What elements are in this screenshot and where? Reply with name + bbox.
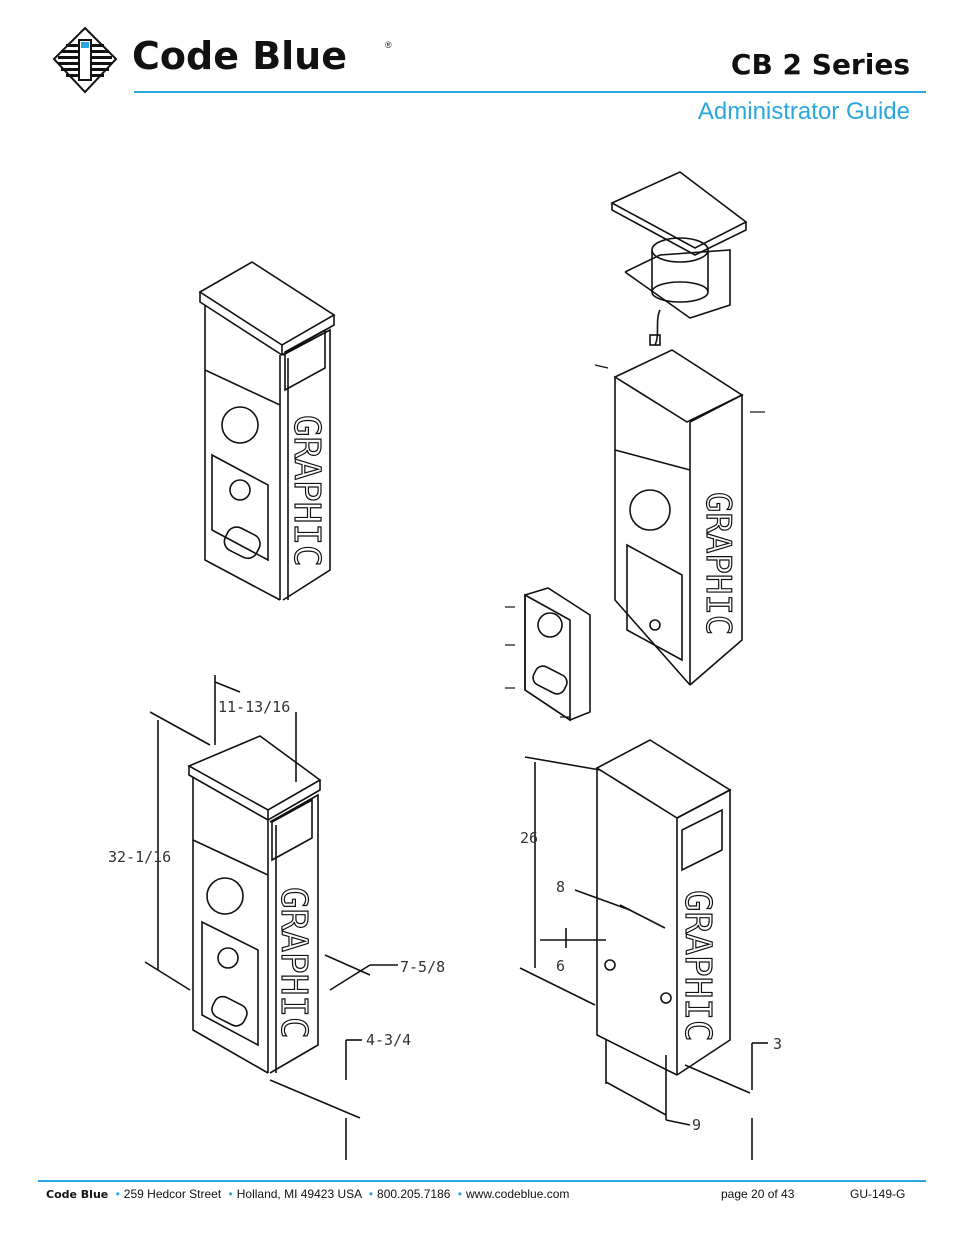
dimension-base-bottom: 3: [773, 1035, 782, 1053]
series-title: CB 2 Series: [730, 48, 910, 81]
separator-dot: •: [115, 1187, 120, 1201]
dimension-hole-offset: 6: [556, 957, 565, 975]
footer-rule: [38, 1180, 926, 1182]
separator-dot: •: [457, 1187, 462, 1201]
footer-brand: Code Blue: [46, 1188, 109, 1201]
dimensioned-backbox-drawing: [519, 739, 768, 1160]
dimension-depth: 7-5/8: [400, 958, 445, 976]
brand-name: Code Blue: [132, 34, 348, 78]
dimension-base-offset: 4-3/4: [366, 1031, 411, 1049]
footer-address: 259 Hedcor Street: [123, 1187, 222, 1201]
graphic-label: GRAPHIC: [273, 887, 314, 1039]
dimension-hole-spacing-v: 8: [556, 878, 565, 896]
registered-mark: ®: [385, 40, 392, 50]
graphic-label: GRAPHIC: [677, 890, 718, 1042]
graphic-label: GRAPHIC: [698, 492, 738, 635]
dimension-height-total: 32-1/16: [108, 848, 171, 866]
dimension-width-top: 11-13/16: [218, 698, 290, 716]
technical-drawings: GRAPHIC GRAPHIC GRAPHIC GRAPHIC 11-13/16…: [108, 171, 782, 1160]
page-number: page 20 of 43: [721, 1187, 795, 1201]
footer-phone: 800.205.7186: [377, 1187, 451, 1201]
guide-title: Administrator Guide: [697, 98, 910, 125]
graphic-label: GRAPHIC: [286, 415, 327, 567]
exploded-unit-drawing: [505, 171, 765, 722]
dimension-hole-spacing-h: 9: [692, 1116, 701, 1134]
footer-web[interactable]: www.codeblue.com: [465, 1187, 570, 1201]
footer-city: Holland, MI 49423 USA: [236, 1187, 362, 1201]
footer-contact: Code Blue •259 Hedcor Street •Holland, M…: [46, 1187, 569, 1201]
assembled-unit-drawing: [198, 261, 336, 601]
code-blue-emblem-icon: [52, 26, 118, 94]
header-rule: [134, 91, 926, 93]
dimension-height-box: 26: [520, 829, 538, 847]
dimensioned-front-drawing: [144, 675, 398, 1160]
code-blue-logo: [52, 26, 118, 94]
separator-dot: •: [228, 1187, 233, 1201]
separator-dot: •: [368, 1187, 374, 1201]
document-id: GU-149-G: [850, 1187, 906, 1201]
